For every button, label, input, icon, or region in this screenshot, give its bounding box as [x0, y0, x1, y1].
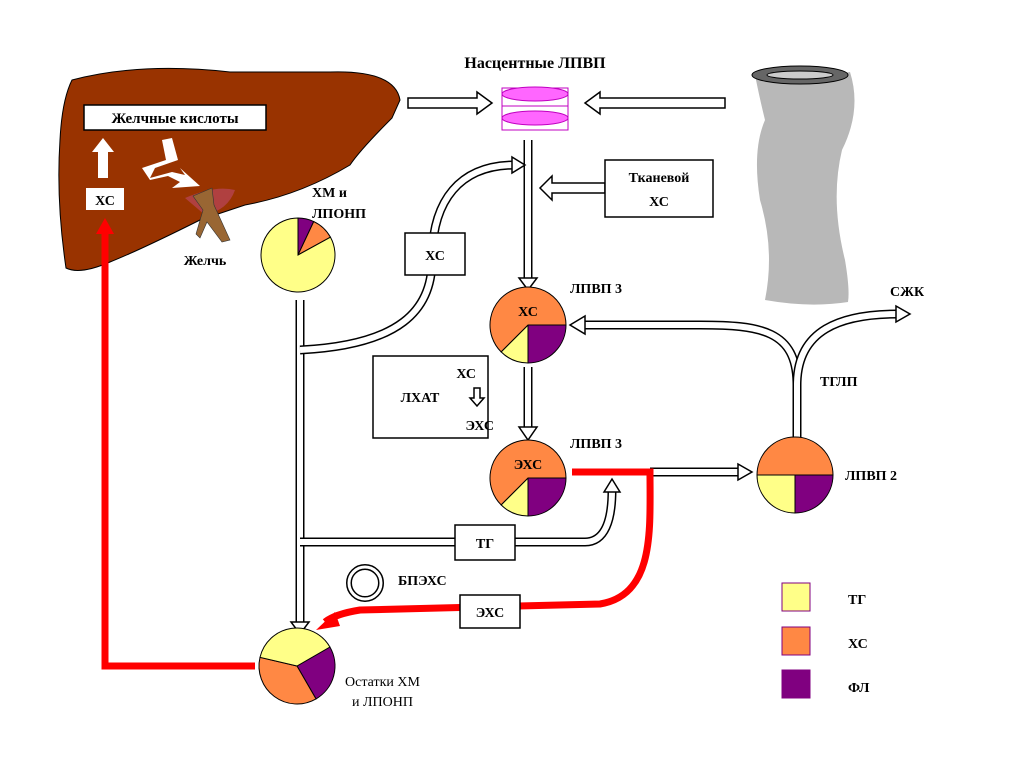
pie-slice-xs — [489, 439, 567, 506]
hdl3-exs-pie — [489, 439, 567, 517]
pie-slice-tg — [259, 627, 331, 667]
nascent-hdl-disc-icon — [501, 86, 569, 131]
hdl3-xs-pie — [489, 286, 567, 364]
hdl3-xs-label: ЛПВП 3 — [570, 282, 622, 297]
liver-xs-label: ХС — [95, 194, 115, 209]
xs-pipe-box — [404, 232, 466, 276]
legend-label-fl: ФЛ — [848, 681, 870, 696]
legend-swatch-tg — [781, 582, 811, 612]
pie-slice-fl — [296, 646, 336, 700]
xm-vldl-label-1: ХМ и — [312, 186, 347, 201]
lcat-enzyme: ЛХАТ — [401, 391, 440, 406]
pie-slice-fl — [794, 474, 834, 514]
tissue-xs-box — [604, 159, 714, 218]
exs-box — [459, 594, 521, 629]
remnants-label-1: Остатки ХМ — [345, 675, 420, 690]
pie-slice-tg — [260, 217, 336, 293]
legend-label-tg: ТГ — [848, 593, 866, 608]
pie-slice-tg — [756, 474, 796, 514]
bile-acids-label: Желчные кислоты — [111, 111, 238, 127]
bile-label: Желчь — [184, 254, 227, 269]
liver-xs-box — [86, 188, 124, 210]
pie-slice-xs — [258, 656, 317, 705]
remnant-to-liver-red-path — [101, 232, 255, 670]
tglp-label: ТГЛП — [820, 375, 858, 390]
hdl2-pie — [756, 436, 834, 514]
hdl3-xs-inner: ХС — [518, 305, 538, 320]
xs-pipe-label: ХС — [425, 249, 445, 264]
pie-slice-fl — [527, 324, 567, 364]
left-arrow-to-disc — [583, 90, 726, 116]
down-arrow-icon — [468, 387, 486, 408]
lcat-exs: ЭХС — [466, 419, 494, 434]
tissue-xs-line2: ХС — [649, 195, 669, 210]
intestine-icon — [751, 65, 855, 305]
hdl3-exs-label: ЛПВП 3 — [570, 437, 622, 452]
tissue-xs-arrow — [538, 174, 606, 202]
legend-swatch-fl — [781, 669, 811, 699]
tg-box-label: ТГ — [476, 537, 494, 552]
legend: ТГ ХС ФЛ — [781, 582, 870, 699]
cetp-red-path — [322, 468, 654, 625]
legend-swatch-xs — [781, 626, 811, 656]
pie-slice-fl — [527, 477, 567, 517]
right-arrow-to-disc — [407, 90, 494, 116]
cetp-label: БПЭХС — [398, 574, 447, 589]
bile-duct — [192, 187, 231, 243]
hdl2-label: ЛПВП 2 — [845, 469, 897, 484]
pie-slice-xs — [756, 436, 834, 476]
xm-vldl-label-2: ЛПОНП — [312, 207, 366, 222]
ffa-label: СЖК — [890, 285, 925, 300]
xm-vldl-pie — [260, 217, 336, 293]
legend-label-xs: ХС — [848, 637, 868, 652]
remnants-label-2: и ЛПОНП — [352, 695, 413, 710]
hdl3-exs-inner: ЭХС — [514, 458, 542, 473]
exs-box-label: ЭХС — [476, 606, 504, 621]
cycle-arrows-icon — [346, 564, 384, 602]
tg-box — [454, 524, 516, 561]
up-arrow-icon — [92, 138, 114, 178]
lcat-box — [372, 355, 489, 439]
pie-slice-xs — [489, 286, 567, 353]
lcat-xs: ХС — [456, 367, 476, 382]
remnants-pie — [258, 627, 336, 705]
tissue-xs-line1: Тканевой — [629, 171, 690, 186]
bile-flow-arrow-icon — [142, 138, 200, 188]
bile-acids-box — [83, 104, 267, 131]
nascent-hdl-title: Насцентные ЛПВП — [464, 55, 606, 72]
